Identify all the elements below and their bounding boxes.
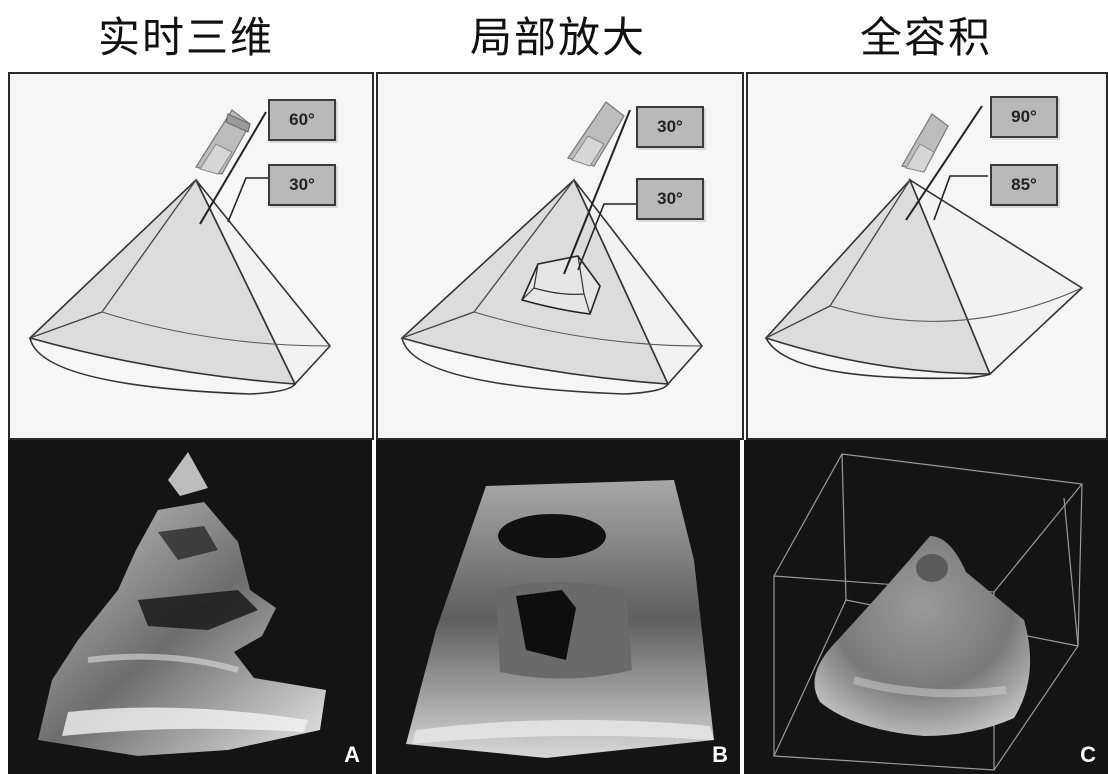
column-title-zoom: 局部放大 [372, 8, 744, 68]
angle-label-lateral-b: 30° [636, 178, 704, 220]
angle-label-elevation-c: 90° [990, 96, 1058, 138]
column-title-full-volume: 全容积 [744, 8, 1108, 68]
column-title-realtime-3d: 实时三维 [0, 8, 372, 68]
transducer-probe-icon [568, 102, 624, 166]
angle-label-elevation-b: 30° [636, 106, 704, 148]
realtime-3d-render [8, 440, 372, 774]
diagram-panel-c: 90° 85° [746, 72, 1108, 440]
ultrasound-image-b: B [376, 440, 740, 774]
panel-letter-c: C [1080, 742, 1096, 768]
angle-label-lateral-a: 30° [268, 164, 336, 206]
diagram-panel-a: 60° 30° [8, 72, 374, 440]
ultrasound-image-c: C [744, 440, 1108, 774]
transducer-probe-icon [902, 114, 948, 172]
angle-label-lateral-c: 85° [990, 164, 1058, 206]
ultrasound-image-a: A [8, 440, 372, 774]
angle-label-elevation-a: 60° [268, 99, 336, 141]
transducer-probe-icon [196, 110, 250, 174]
zoom-render [376, 440, 740, 774]
diagram-panel-b: 30° 30° [376, 72, 744, 440]
full-volume-render [744, 440, 1108, 774]
panel-letter-a: A [344, 742, 360, 768]
panel-letter-b: B [712, 742, 728, 768]
